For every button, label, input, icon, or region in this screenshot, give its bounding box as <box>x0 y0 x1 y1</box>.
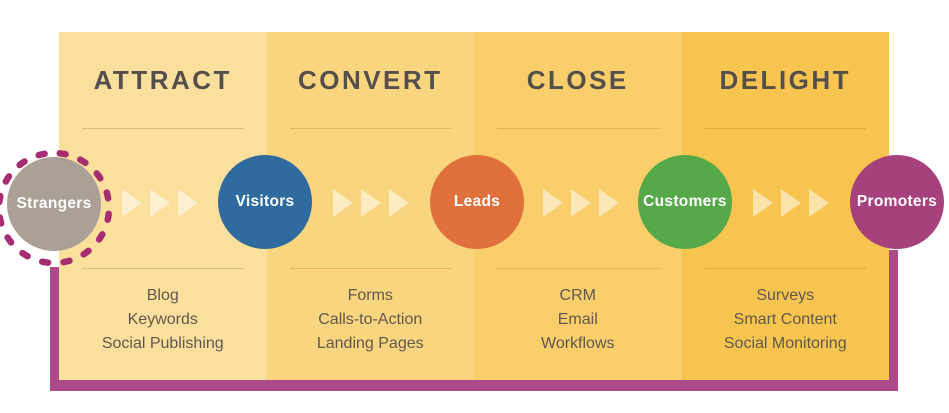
circle-label: Visitors <box>235 193 295 210</box>
divider <box>289 128 451 129</box>
arrow-group <box>122 189 198 217</box>
arrow-right-icon <box>333 189 353 217</box>
arrow-right-icon <box>571 189 591 217</box>
panel-title-convert: CONVERT <box>297 65 443 95</box>
circle-label: Promoters <box>856 193 938 210</box>
panel-tools-list: Forms Calls-to-Action Landing Pages <box>267 284 475 356</box>
arrow-group <box>753 189 829 217</box>
list-item: Surveys <box>756 287 815 304</box>
arrow-group <box>333 189 409 217</box>
connector-border-right <box>889 250 898 391</box>
arrow-right-icon <box>178 189 198 217</box>
stage-panels: ATTRACT Blog Keywords Social Publishing … <box>59 32 889 380</box>
circle-label: Leads <box>453 193 501 210</box>
circle-visitors: Visitors <box>218 155 312 249</box>
divider <box>497 268 659 269</box>
divider <box>289 268 451 269</box>
list-item: Forms <box>347 287 393 304</box>
arrow-group <box>543 189 619 217</box>
divider <box>82 268 244 269</box>
arrow-right-icon <box>389 189 409 217</box>
list-item: Workflows <box>541 335 615 352</box>
circle-customers: Customers <box>638 155 732 249</box>
arrow-right-icon <box>809 189 829 217</box>
arrow-right-icon <box>361 189 381 217</box>
circle-label: Strangers <box>16 195 92 212</box>
list-item: Keywords <box>127 311 198 328</box>
panel-tools-list: Blog Keywords Social Publishing <box>59 284 267 356</box>
list-item: Email <box>557 311 598 328</box>
list-item: Social Publishing <box>101 335 224 352</box>
panel-title-close: CLOSE <box>526 65 629 95</box>
connector-border-bottom <box>50 380 898 391</box>
circle-label: Customers <box>643 193 727 210</box>
list-item: Smart Content <box>733 311 837 328</box>
panel-tools-list: Surveys Smart Content Social Monitoring <box>682 284 890 356</box>
list-item: Blog <box>146 287 179 304</box>
arrow-right-icon <box>753 189 773 217</box>
circle-leads: Leads <box>430 155 524 249</box>
dashed-ring-icon <box>0 149 113 267</box>
arrow-right-icon <box>122 189 142 217</box>
list-item: CRM <box>559 287 596 304</box>
arrow-right-icon <box>781 189 801 217</box>
arrow-right-icon <box>599 189 619 217</box>
panel-title-delight: DELIGHT <box>719 65 852 95</box>
divider <box>82 128 244 129</box>
panel-tools-list: CRM Email Workflows <box>474 284 682 356</box>
circle-strangers: Strangers <box>7 157 101 251</box>
list-item: Landing Pages <box>316 335 424 352</box>
divider <box>704 268 866 269</box>
arrow-right-icon <box>150 189 170 217</box>
divider <box>497 128 659 129</box>
divider <box>704 128 866 129</box>
circle-promoters: Promoters <box>850 155 944 249</box>
list-item: Social Monitoring <box>723 335 847 352</box>
list-item: Calls-to-Action <box>318 311 423 328</box>
arrow-right-icon <box>543 189 563 217</box>
connector-border-left <box>50 267 59 391</box>
panel-title-attract: ATTRACT <box>93 65 232 95</box>
